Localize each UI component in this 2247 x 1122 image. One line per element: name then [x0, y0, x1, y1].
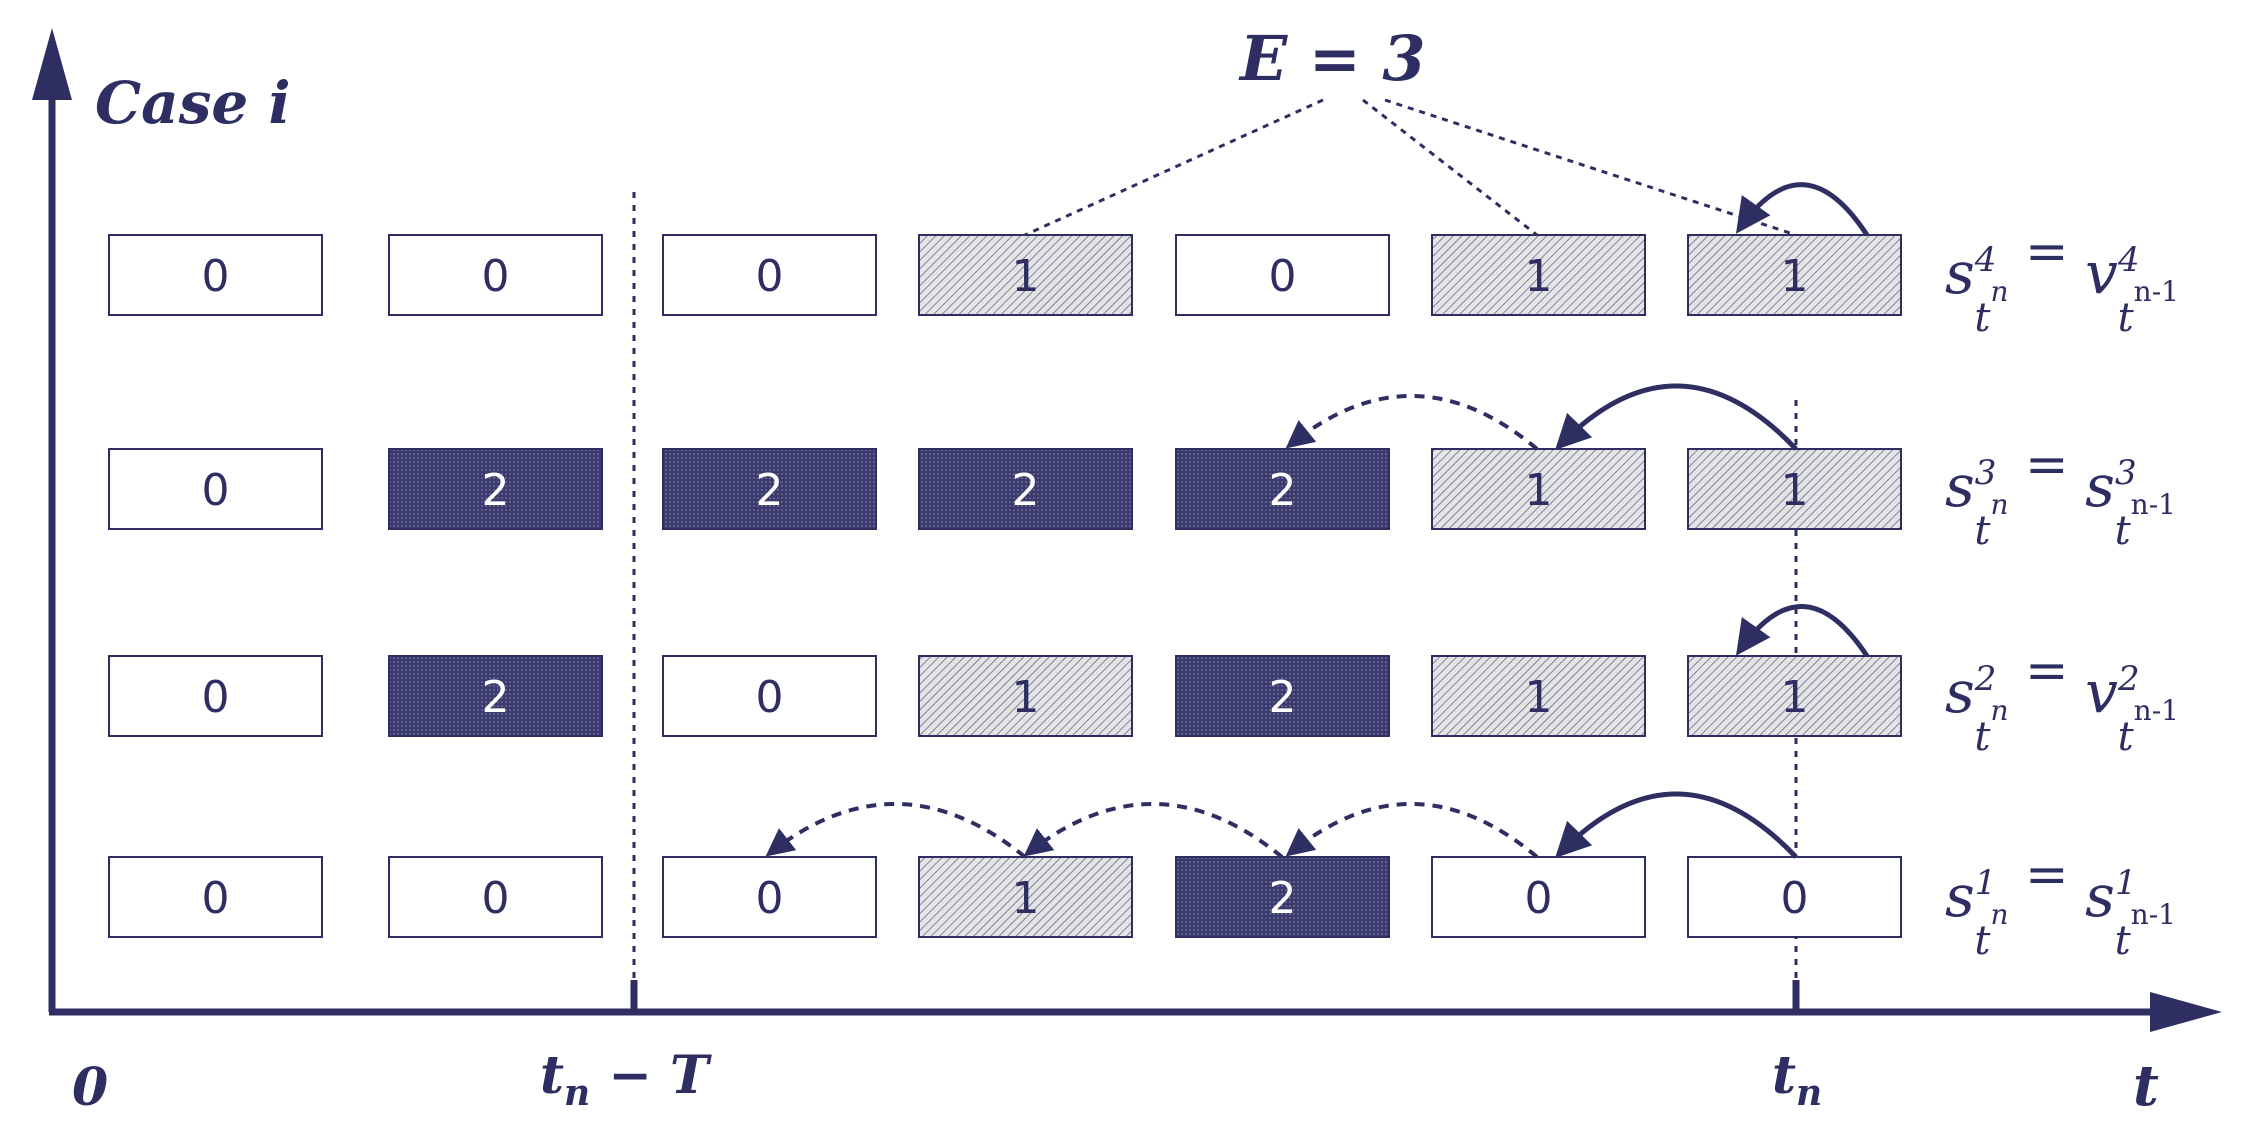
x-axis-arrow: [2150, 992, 2222, 1032]
arrows-layer: [765, 182, 1870, 859]
state-value: 1: [1525, 672, 1553, 723]
state-cell: 0: [662, 234, 877, 316]
state-cell: 1: [1431, 234, 1646, 316]
state-cell: 0: [662, 655, 877, 737]
state-cell: 0: [388, 234, 603, 316]
cells-layer: 0 0 0 1 0 1 1 0 2 2 2 2 1 1 0 2 0 1 2 1 1 0 0 0 1 2 0 0: [108, 234, 1902, 938]
energy-pointers: [1024, 98, 1797, 237]
state-cell: 2: [1175, 655, 1390, 737]
state-value: 0: [202, 873, 230, 924]
state-cell: 2: [662, 448, 877, 530]
dashed-transition-arrow: [1285, 394, 1539, 451]
state-cell: 0: [108, 856, 323, 938]
state-cell: 0: [1687, 856, 1902, 938]
y-axis-arrow: [32, 28, 72, 100]
state-value: 1: [1781, 251, 1809, 302]
current-time-label: tn: [1772, 1045, 1822, 1114]
solid-transition-arrow: [1735, 182, 1870, 237]
state-cell: 0: [1175, 234, 1390, 316]
solid-transition-arrow: [1555, 791, 1798, 859]
axes: [32, 28, 2222, 1032]
state-value: 2: [756, 465, 784, 516]
state-value: 0: [756, 873, 784, 924]
state-value: 0: [1781, 873, 1809, 924]
state-value: 1: [1525, 251, 1553, 302]
state-value: 0: [482, 873, 510, 924]
state-cell: 0: [662, 856, 877, 938]
x-axis-label: t: [2133, 1053, 2159, 1119]
state-cell: 1: [1687, 448, 1902, 530]
state-cell: 0: [388, 856, 603, 938]
solid-transition-arrow: [1555, 383, 1798, 451]
state-value: 2: [1012, 465, 1040, 516]
state-value: 0: [482, 251, 510, 302]
state-value: 1: [1012, 873, 1040, 924]
state-cell: 2: [918, 448, 1133, 530]
state-value: 1: [1012, 251, 1040, 302]
state-value: 1: [1012, 672, 1040, 723]
state-value: 2: [482, 672, 510, 723]
state-cell: 1: [918, 856, 1133, 938]
state-value: 0: [756, 251, 784, 302]
energy-label: E = 3: [1238, 22, 1426, 95]
state-value: 0: [202, 465, 230, 516]
state-cell: 0: [108, 448, 323, 530]
y-axis-label: Case i: [95, 69, 291, 137]
state-value: 1: [1525, 465, 1553, 516]
state-cell: 0: [108, 234, 323, 316]
state-cell: 2: [388, 448, 603, 530]
state-cell: 1: [1431, 448, 1646, 530]
state-value: 0: [202, 672, 230, 723]
state-value: 2: [482, 465, 510, 516]
dashed-transition-arrow: [1285, 802, 1539, 859]
state-cell: 1: [1687, 655, 1902, 737]
state-value: 1: [1781, 465, 1809, 516]
solid-transition-arrow: [1735, 604, 1870, 658]
state-cell: 0: [108, 655, 323, 737]
state-cell: 2: [1175, 856, 1390, 938]
state-value: 1: [1781, 672, 1809, 723]
state-cell: 0: [1431, 856, 1646, 938]
state-value: 0: [1269, 251, 1297, 302]
state-value: 2: [1269, 465, 1297, 516]
state-value: 0: [756, 672, 784, 723]
window-start-label: tn − T: [540, 1045, 712, 1114]
dashed-transition-arrow: [1023, 802, 1284, 859]
state-cell: 1: [1687, 234, 1902, 316]
state-value: 2: [1269, 873, 1297, 924]
state-cell: 2: [388, 655, 603, 737]
state-cell: 1: [918, 655, 1133, 737]
state-value: 2: [1269, 672, 1297, 723]
dashed-transition-arrow: [765, 802, 1027, 859]
state-value: 0: [202, 251, 230, 302]
state-cell: 2: [1175, 448, 1390, 530]
state-value: 0: [1525, 873, 1553, 924]
state-cell: 1: [918, 234, 1133, 316]
origin-label: 0: [72, 1057, 108, 1118]
state-cell: 1: [1431, 655, 1646, 737]
